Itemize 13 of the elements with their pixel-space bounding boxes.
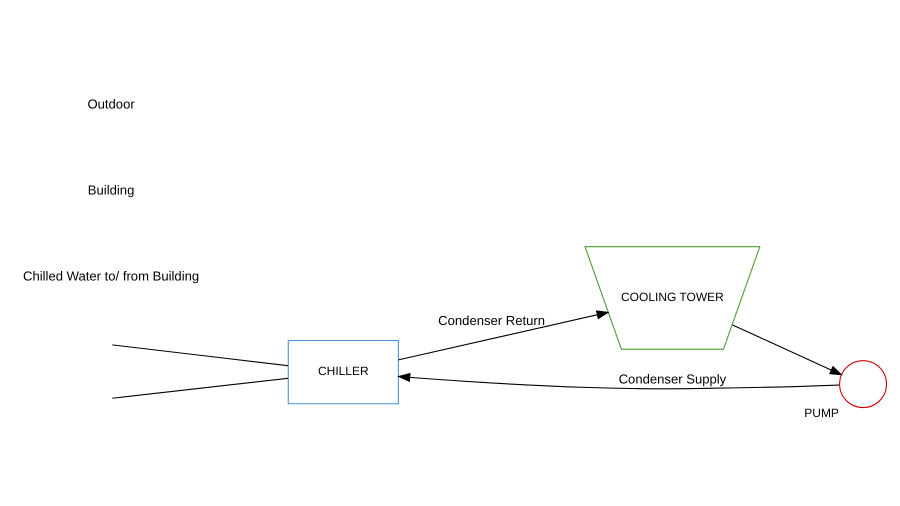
- edge-label: Condenser Return: [438, 312, 546, 328]
- label: Outdoor: [87, 96, 135, 112]
- arrow: [732, 324, 843, 376]
- arrow: [398, 310, 610, 360]
- connector: [112, 378, 288, 399]
- node-box: CHILLER: [288, 340, 399, 404]
- label: Chilled Water to/ from Building: [23, 268, 200, 284]
- connector: [112, 344, 288, 366]
- label: Building: [88, 182, 134, 198]
- edge-label: Condenser Supply: [618, 372, 726, 387]
- node-circle: [839, 360, 888, 408]
- arrow: [397, 372, 840, 390]
- node-label: PUMP: [804, 406, 839, 420]
